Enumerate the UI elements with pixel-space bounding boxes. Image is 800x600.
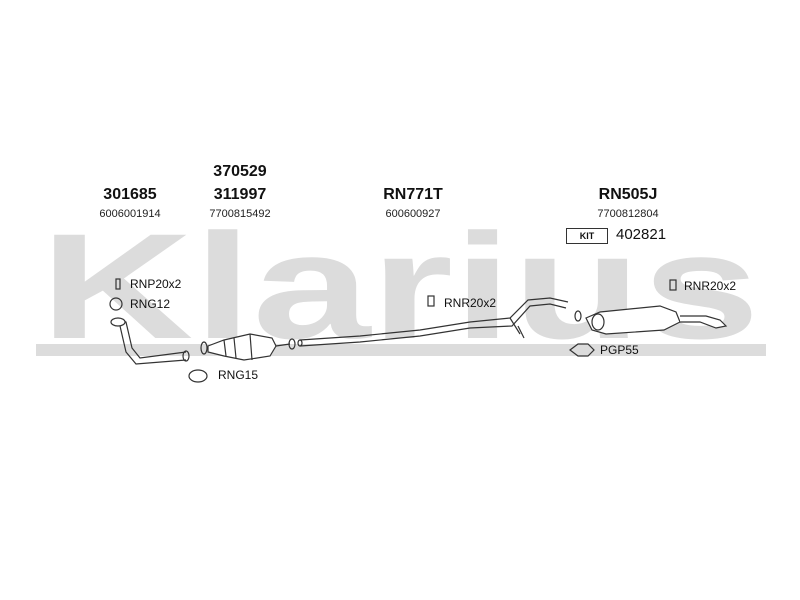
part-number-370529: 370529 [213,163,267,180]
fitting-rng12: RNG12 [130,297,171,311]
part-number-RN771T: RN771T [383,186,443,203]
oem-number-RN771T: 600600927 [385,208,441,220]
front-pipe-drawing [110,317,190,365]
rnp-clamp-icon [115,278,121,290]
fitting-rnp20x2: RNP20x2 [130,277,182,291]
middle-pipe-drawing [297,297,569,347]
fitting-pgp55: PGP55 [600,343,639,357]
rnr-clamp-icon-mid [427,295,435,307]
oem-number-301685: 6006001914 [99,208,161,220]
kit-number: 402821 [616,226,667,243]
rng15-gasket-icon [188,369,208,383]
fitting-rng15: RNG15 [218,368,259,382]
rng12-gasket-icon [109,297,123,311]
rnr-clamp-icon-rear [669,279,677,291]
fitting-rnr20x2-mid: RNR20x2 [444,296,497,310]
kit-label-box: KIT [566,228,608,244]
fitting-rnr20x2-rear: RNR20x2 [684,279,737,293]
oem-number-311997: 7700815492 [209,208,271,220]
rear-silencer-drawing [574,305,728,335]
watermark-text: Klarius [40,202,760,370]
part-number-301685: 301685 [103,186,157,203]
oem-number-RN505J: 7700812804 [597,208,659,220]
part-number-311997: 311997 [213,186,267,203]
fitting-icons [109,278,677,383]
pgp-gasket-icon [569,343,595,357]
part-number-RN505J: RN505J [598,186,658,203]
catalytic-converter-drawing [200,333,296,361]
